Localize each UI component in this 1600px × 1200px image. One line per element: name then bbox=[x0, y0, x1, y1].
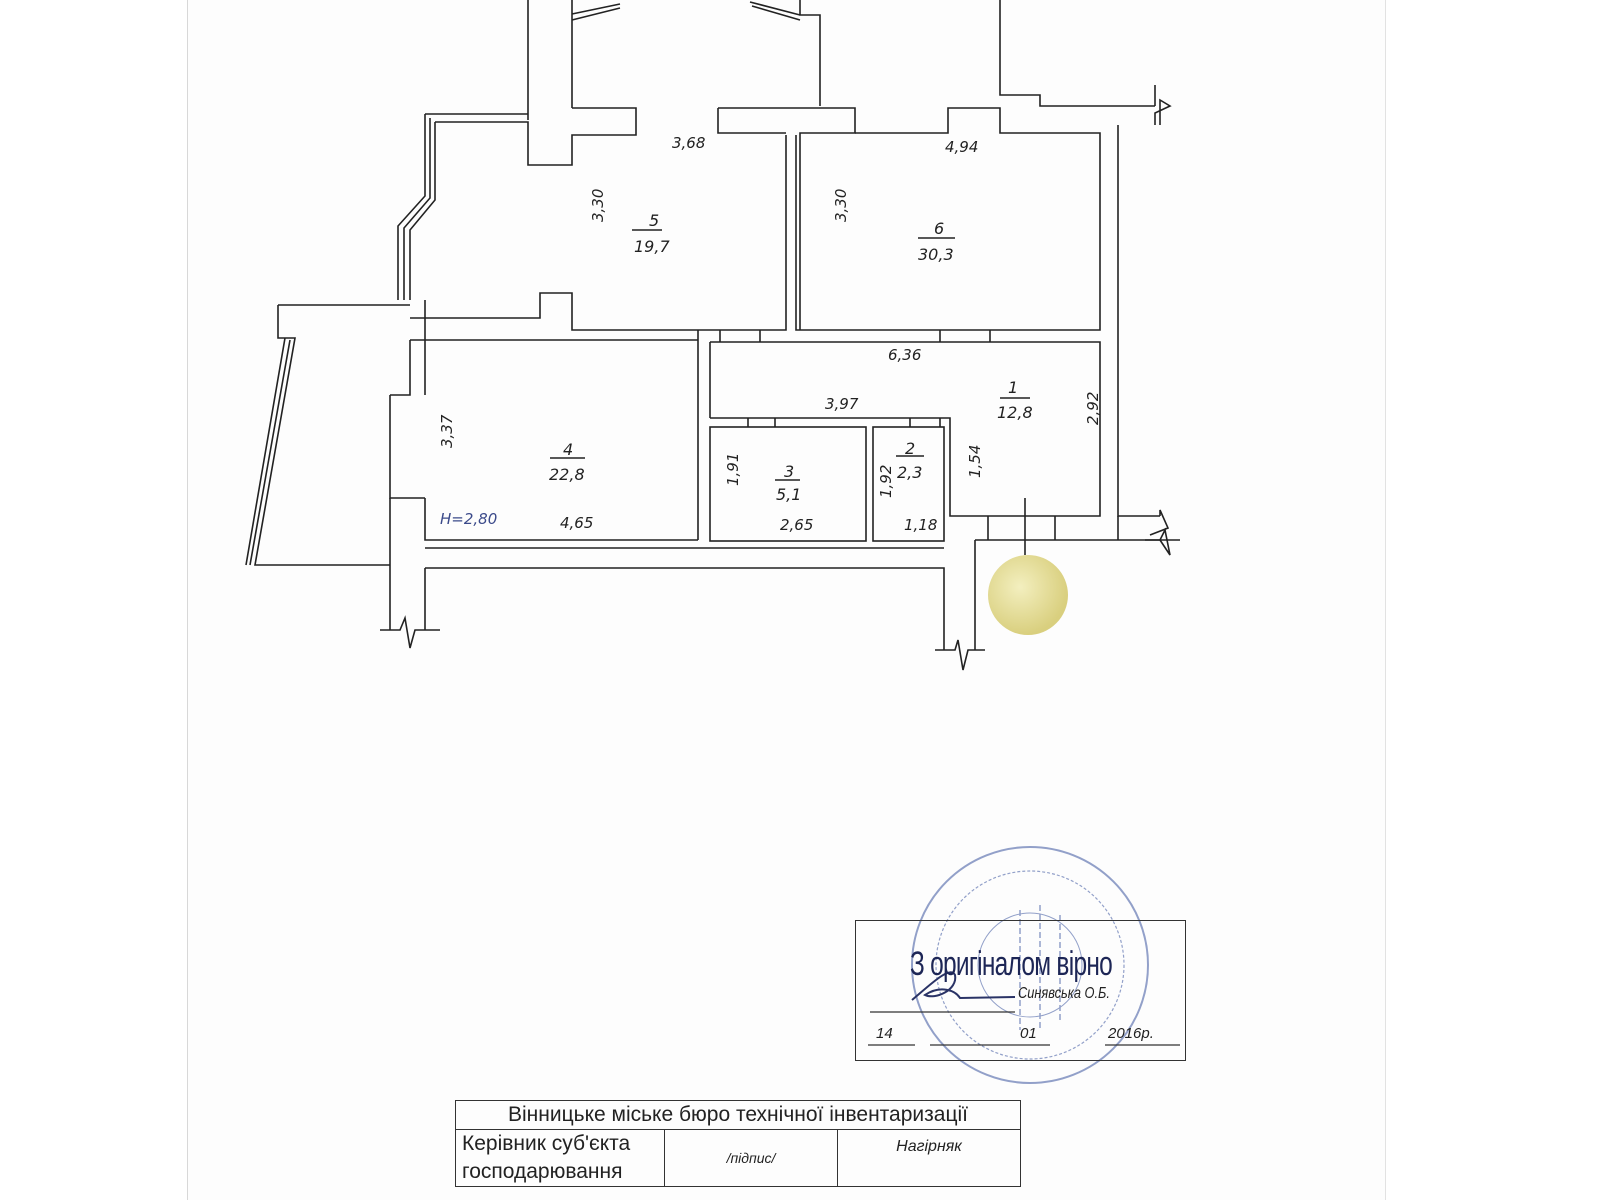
dim-room5-depth: 3,30 bbox=[589, 189, 607, 222]
room-2-area: 2,3 bbox=[897, 463, 922, 482]
dim-room4-width: 4,65 bbox=[560, 514, 593, 532]
certification-year: 2016р. bbox=[1108, 1025, 1154, 1042]
dim-room6-depth: 3,30 bbox=[832, 189, 850, 222]
room-5-area: 19,7 bbox=[634, 237, 670, 256]
stamp-lines bbox=[868, 1011, 1180, 1046]
signature bbox=[911, 971, 1016, 1001]
room-4-area: 22,8 bbox=[549, 465, 585, 484]
certification-month: 01 bbox=[1020, 1025, 1037, 1042]
dim-room4-depth: 3,37 bbox=[438, 414, 456, 448]
room-4-number: 4 bbox=[563, 440, 573, 459]
dim-room3-width: 2,65 bbox=[780, 516, 813, 534]
room-1-number: 1 bbox=[1008, 378, 1018, 397]
dim-room5-width: 3,68 bbox=[672, 134, 705, 152]
walls bbox=[245, 0, 1180, 671]
dim-room1-side: 1,54 bbox=[966, 445, 984, 478]
certification-day: 14 bbox=[876, 1025, 893, 1042]
name-cell: Нагірняк bbox=[837, 1129, 1021, 1187]
marker-circle bbox=[988, 555, 1068, 635]
role-line-1: Керівник суб'єкта bbox=[462, 1132, 631, 1155]
role-line-2: господарювання bbox=[462, 1160, 623, 1183]
official-seal bbox=[911, 846, 1149, 1084]
room-3-area: 5,1 bbox=[776, 485, 801, 504]
room-6-area: 30,3 bbox=[918, 245, 954, 264]
dim-corridor-length: 6,36 bbox=[888, 346, 921, 364]
certification-title: З оригіналом вірно bbox=[910, 945, 1113, 983]
certification-box bbox=[855, 920, 1186, 1061]
dim-room2-width: 1,18 bbox=[904, 516, 937, 534]
footer-table: Вінницьке міське бюро технічної інвентар… bbox=[455, 1100, 1021, 1187]
dim-room2-depth: 1,92 bbox=[877, 465, 895, 498]
role-cell: Керівник суб'єкта господарювання bbox=[455, 1129, 665, 1187]
signature-cell: /підпис/ bbox=[664, 1129, 838, 1187]
dim-room6-width: 4,94 bbox=[945, 138, 978, 156]
certification-signer: Синявська О.Б. bbox=[1018, 985, 1110, 1002]
ceiling-height: H=2,80 bbox=[440, 510, 497, 528]
room-6-number: 6 bbox=[934, 219, 944, 238]
dim-room1-depth: 2,92 bbox=[1084, 392, 1102, 425]
room-3-number: 3 bbox=[784, 462, 794, 481]
dim-corridor-inner: 3,97 bbox=[825, 395, 859, 413]
room-5-number: 5 bbox=[649, 211, 659, 230]
room-1-area: 12,8 bbox=[997, 403, 1033, 422]
dim-room3-depth: 1,91 bbox=[724, 453, 742, 486]
organization-name: Вінницьке міське бюро технічної інвентар… bbox=[455, 1100, 1021, 1130]
room-2-number: 2 bbox=[905, 439, 915, 458]
